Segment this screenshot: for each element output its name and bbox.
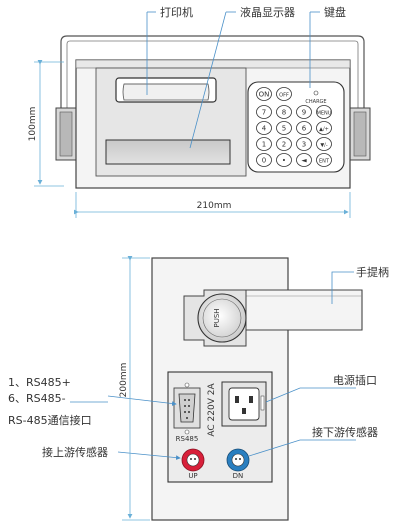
key-label: 5 bbox=[282, 125, 286, 133]
printer-slot bbox=[115, 77, 217, 103]
key-6[interactable]: 6 bbox=[296, 121, 312, 135]
key-[interactable]: ▼/- bbox=[316, 137, 332, 151]
push-label: PUSH bbox=[213, 308, 221, 327]
charge-led bbox=[313, 90, 319, 96]
leader-power bbox=[265, 387, 356, 403]
power-socket[interactable] bbox=[221, 381, 267, 427]
key-label: 8 bbox=[282, 109, 286, 117]
key-2[interactable]: 2 bbox=[276, 137, 292, 151]
leader-rs485 bbox=[107, 395, 177, 406]
rs485-panel-label: RS485 bbox=[176, 435, 199, 443]
key-label: 2 bbox=[282, 141, 286, 149]
carry-handle-side bbox=[240, 289, 363, 331]
key-label: ◄ bbox=[301, 157, 307, 165]
key-4[interactable]: 4 bbox=[256, 121, 272, 135]
label-rs485-minus: 6、RS485- bbox=[8, 392, 66, 405]
label-rs485-plus: 1、RS485+ bbox=[8, 376, 71, 389]
key-7[interactable]: 7 bbox=[256, 105, 272, 119]
label-keypad: 键盘 bbox=[324, 5, 346, 19]
label-dim-100: 100mm bbox=[28, 107, 38, 142]
side-view: PUSH RS485 AC 220V 2A bbox=[8, 256, 389, 521]
key-OFF[interactable]: OFF bbox=[276, 87, 292, 101]
key-label: 3 bbox=[302, 141, 306, 149]
key-ON[interactable]: ON bbox=[256, 87, 272, 101]
key-label: 9 bbox=[302, 109, 306, 117]
key-label: 6 bbox=[302, 125, 307, 133]
top-view: CHARGE ON OFF 7 8 9 MENU 4 5 6 ▲/+ 1 2 3 ▼/- 0 • ◄ ENT 打印… bbox=[28, 5, 371, 218]
key-label: MENU bbox=[317, 111, 332, 117]
key-label: 0 bbox=[262, 157, 266, 165]
dn-label: DN bbox=[233, 472, 244, 480]
label-rs485-port: RS-485通信接口 bbox=[8, 414, 92, 427]
key-8[interactable]: 8 bbox=[276, 105, 292, 119]
leader-dn bbox=[248, 439, 356, 457]
key-[interactable]: ◄ bbox=[296, 153, 312, 167]
push-button[interactable]: PUSH bbox=[183, 289, 247, 347]
key-label: ON bbox=[259, 91, 270, 99]
label-upstream: 接上游传感器 bbox=[42, 446, 108, 459]
label-dim-200: 200mm bbox=[119, 363, 129, 398]
label-lcd: 液晶显示器 bbox=[240, 5, 295, 19]
label-downstream: 接下游传感器 bbox=[312, 426, 378, 439]
up-label: UP bbox=[188, 472, 197, 480]
key-ENT[interactable]: ENT bbox=[316, 153, 332, 167]
label-printer: 打印机 bbox=[160, 5, 193, 19]
carry-handle-top bbox=[60, 35, 365, 108]
dn-sensor-connector[interactable]: DN bbox=[226, 448, 250, 480]
label-dim-210: 210mm bbox=[197, 201, 232, 211]
key-[interactable]: ▲/+ bbox=[316, 121, 332, 135]
key-0[interactable]: 0 bbox=[256, 153, 272, 167]
key-label: ▲/+ bbox=[319, 127, 329, 133]
key-3[interactable]: 3 bbox=[296, 137, 312, 151]
up-sensor-connector[interactable]: UP bbox=[181, 448, 205, 480]
leader-handle bbox=[331, 271, 354, 304]
rs485-connector[interactable]: RS485 bbox=[173, 382, 201, 443]
label-handle: 手提柄 bbox=[356, 265, 389, 279]
key-label: ENT bbox=[319, 159, 330, 165]
keypad: CHARGE ON OFF 7 8 9 MENU 4 5 6 ▲/+ 1 2 3 ▼/- 0 • ◄ ENT bbox=[247, 81, 345, 173]
power-rating-label: AC 220V 2A bbox=[207, 383, 217, 437]
key-label: • bbox=[282, 157, 286, 165]
charge-label: CHARGE bbox=[305, 99, 326, 105]
key-label: ▼/- bbox=[320, 143, 328, 149]
key-label: 4 bbox=[262, 125, 267, 133]
lcd-display bbox=[105, 139, 231, 165]
key-label: OFF bbox=[279, 93, 289, 99]
key-9[interactable]: 9 bbox=[296, 105, 312, 119]
label-power-socket: 电源插口 bbox=[333, 373, 377, 387]
key-5[interactable]: 5 bbox=[276, 121, 292, 135]
key-label: 7 bbox=[262, 109, 266, 117]
key-1[interactable]: 1 bbox=[256, 137, 272, 151]
key-[interactable]: • bbox=[276, 153, 292, 167]
key-label: 1 bbox=[262, 141, 266, 149]
leader-lcd bbox=[189, 11, 227, 149]
key-MENU[interactable]: MENU bbox=[316, 105, 332, 119]
